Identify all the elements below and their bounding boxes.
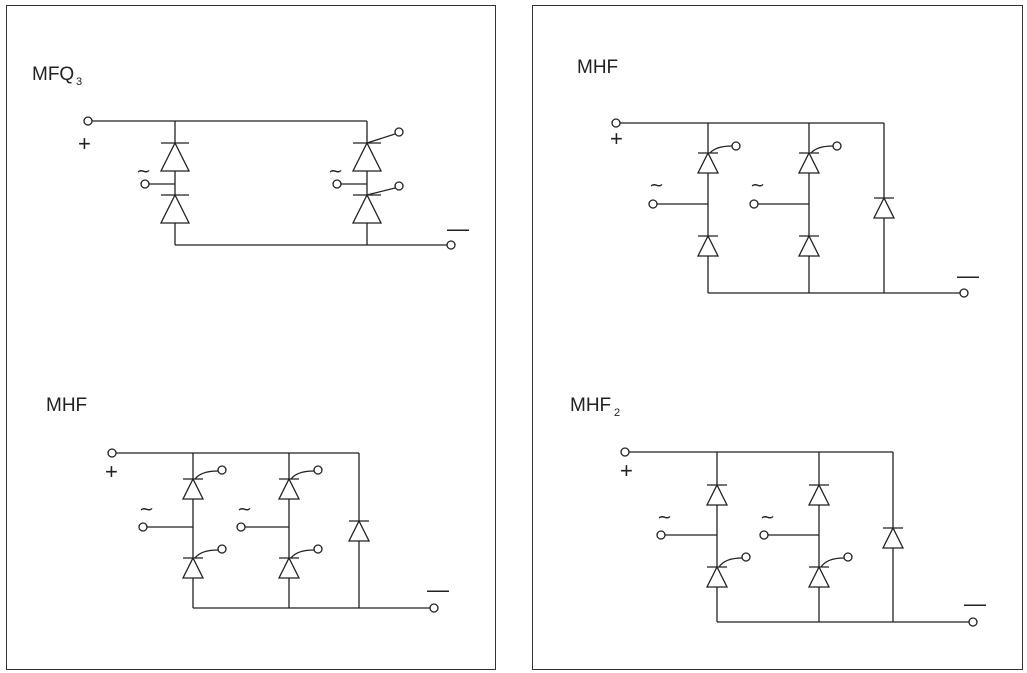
ac-terminal-label: ~: [760, 507, 775, 528]
ac-terminal: [140, 179, 150, 189]
diode-symbol: [159, 141, 191, 172]
thyristor-symbol: [181, 556, 205, 579]
circuit-title: MHF: [570, 395, 611, 416]
ac-terminal: [759, 530, 769, 540]
thyristor-symbol: [696, 151, 720, 174]
ac-terminal: [236, 522, 246, 532]
gate-terminal: [731, 141, 741, 151]
right-panel: [532, 5, 1023, 670]
thyristor-symbol: [351, 193, 383, 224]
thyristor-symbol: [351, 141, 383, 172]
ac-terminal-label: ~: [657, 507, 672, 528]
plus-terminal: [107, 448, 117, 458]
plus-terminal: [611, 118, 621, 128]
gate-terminal: [217, 465, 227, 475]
thyristor-symbol: [807, 565, 831, 588]
gate-lead: [290, 470, 315, 480]
ac-terminal: [656, 530, 666, 540]
ac-terminal: [332, 179, 342, 189]
left-panel: [6, 5, 496, 670]
gate-terminal: [313, 544, 323, 554]
thyristor-symbol: [797, 151, 821, 174]
freewheel-diode-symbol: [881, 526, 905, 549]
minus-terminal-label: —: [447, 216, 469, 241]
ac-terminal-label: ~: [237, 499, 252, 520]
gate-lead: [366, 133, 396, 144]
gate-lead: [810, 145, 834, 154]
ac-terminal: [749, 199, 759, 209]
circuit-title-subscript: 2: [614, 407, 620, 419]
circuit-mhf2: MHF 2 + — ~ ~: [570, 395, 986, 627]
ac-terminal-label: ~: [139, 499, 154, 520]
ac-terminal: [138, 522, 148, 532]
ac-terminal-label: ~: [649, 175, 664, 196]
ac-terminal-label: ~: [136, 161, 151, 182]
minus-terminal-label: —: [427, 577, 449, 602]
gate-lead: [709, 145, 733, 154]
thyristor-symbol: [705, 565, 729, 588]
gate-lead: [194, 549, 219, 559]
plus-terminal-label: +: [610, 126, 623, 151]
gate-terminal: [217, 544, 227, 554]
ac-terminal-label: ~: [750, 175, 765, 196]
gate-lead: [718, 557, 743, 568]
circuit-title: MFQ: [32, 64, 74, 85]
minus-terminal: [429, 603, 439, 613]
minus-terminal-label: —: [964, 591, 986, 616]
gate-lead: [194, 470, 219, 480]
gate-lead: [366, 187, 396, 196]
thyristor-symbol: [181, 477, 205, 500]
circuit-title-subscript: 3: [76, 76, 82, 88]
circuit-mhf-top: MHF + — ~ ~: [577, 57, 979, 298]
plus-terminal-label: +: [620, 458, 633, 483]
plus-terminal: [83, 116, 93, 126]
ac-terminal: [648, 199, 658, 209]
gate-terminal: [394, 127, 404, 137]
gate-terminal: [741, 552, 751, 562]
minus-terminal: [446, 240, 456, 250]
circuit-title: MHF: [46, 395, 87, 416]
gate-terminal: [394, 181, 404, 191]
diode-symbol: [696, 234, 720, 257]
diode-symbol: [159, 193, 191, 224]
diode-symbol: [705, 483, 729, 506]
diode-symbol: [797, 234, 821, 257]
gate-lead: [290, 549, 315, 559]
gate-terminal: [843, 552, 853, 562]
minus-terminal: [959, 288, 969, 298]
thyristor-symbol: [277, 477, 301, 500]
freewheel-diode-symbol: [872, 196, 896, 219]
minus-terminal: [968, 617, 978, 627]
ac-terminal-label: ~: [328, 161, 343, 182]
freewheel-diode-symbol: [347, 519, 371, 542]
thyristor-symbol: [277, 556, 301, 579]
plus-terminal-label: +: [78, 131, 91, 156]
gate-terminal: [313, 465, 323, 475]
diode-symbol: [807, 483, 831, 506]
minus-terminal-label: —: [957, 263, 979, 288]
gate-terminal: [832, 141, 842, 151]
circuit-mhf-bottom: MHF + — ~ ~: [46, 395, 449, 613]
circuit-mfq3: MFQ 3 + — ~ ~: [32, 64, 469, 250]
gate-lead: [820, 557, 845, 568]
circuit-title: MHF: [577, 57, 618, 78]
plus-terminal-label: +: [105, 459, 118, 484]
plus-terminal: [620, 447, 630, 457]
